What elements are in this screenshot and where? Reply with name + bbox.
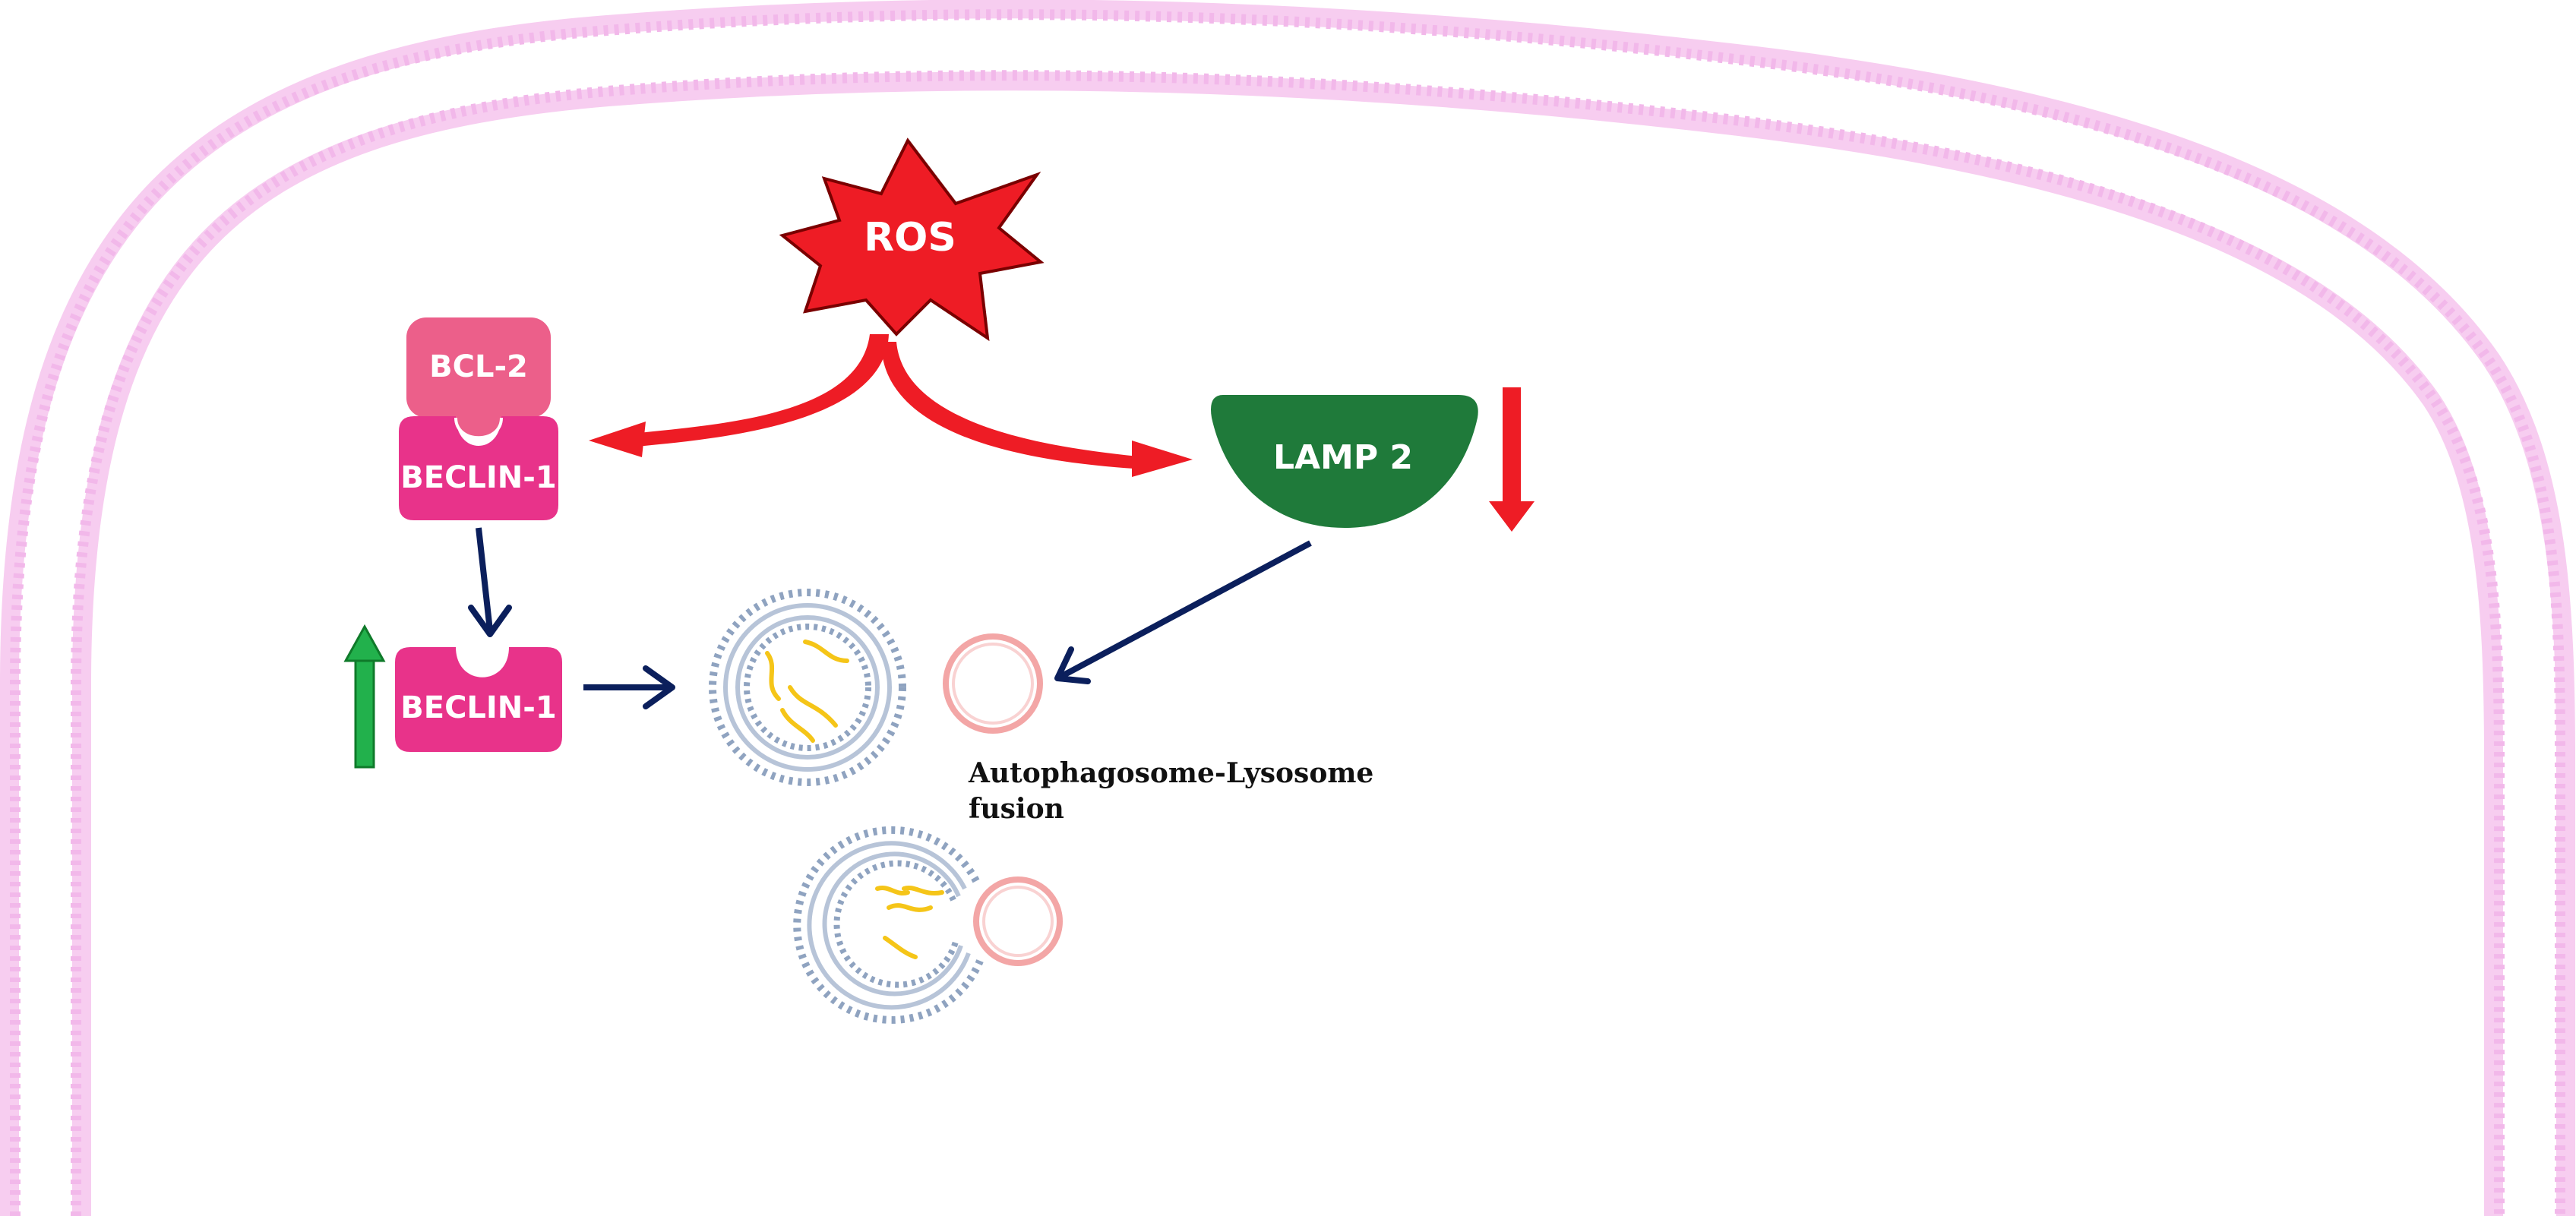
autolysosome (793, 826, 1063, 1024)
autophagy-induction-arrow (583, 665, 675, 709)
ros-label: ROS (864, 215, 956, 261)
cargo (765, 640, 849, 743)
lamp2-to-lysosome-arrow (1054, 540, 1312, 684)
down-arrow-icon (1489, 387, 1535, 532)
lysosome (943, 633, 1043, 734)
beclin-bound-label: BECLIN-1 (400, 460, 556, 495)
lamp2-shape (1211, 395, 1478, 528)
ros-to-bcl2-arrow (589, 334, 889, 457)
fusion-label-line2: fusion (969, 793, 1064, 825)
beclin-bound-shape (399, 416, 558, 520)
bcl2-beclin-complex: BCL-2 BECLIN-1 (399, 317, 558, 520)
fusion-label-line1: Autophagosome-Lysosome (968, 757, 1373, 789)
bcl2-label: BCL-2 (429, 349, 528, 384)
ros-to-lamp2-arrow (881, 342, 1193, 477)
lamp2-node: LAMP 2 (1211, 395, 1478, 528)
beclin-free-shape (395, 647, 562, 752)
up-arrow-icon (343, 624, 386, 769)
beclin-free: BECLIN-1 (395, 647, 562, 752)
starburst-icon (779, 137, 1045, 342)
fused-cargo (875, 885, 944, 959)
release-arrow (468, 527, 512, 637)
ros-node: ROS (779, 137, 1045, 342)
beclin-free-label: BECLIN-1 (400, 690, 556, 725)
bcl2-shape (406, 317, 551, 418)
lamp2-label: LAMP 2 (1273, 438, 1413, 477)
autophagosome (709, 589, 906, 786)
